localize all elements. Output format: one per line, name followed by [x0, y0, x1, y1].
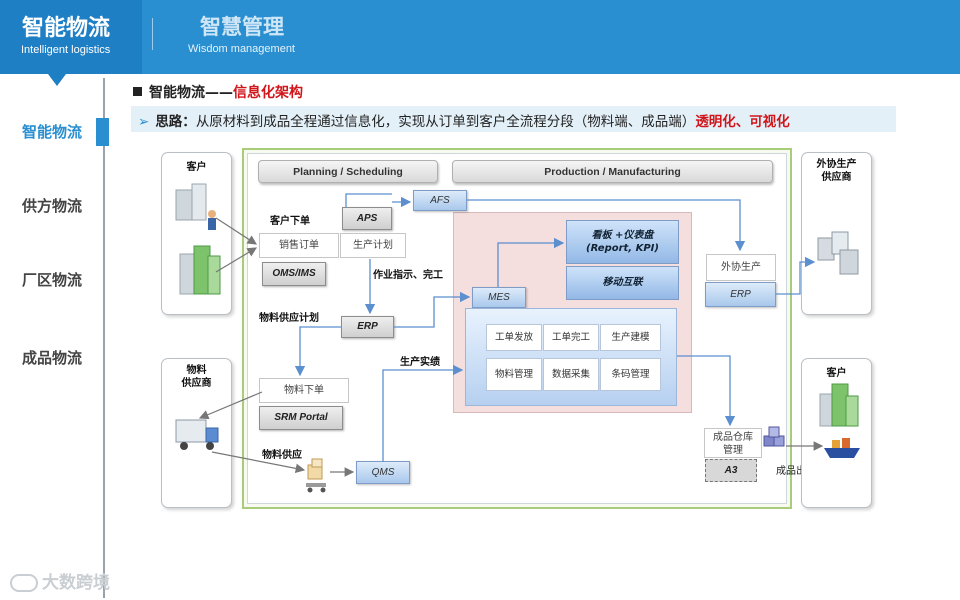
- module-work-order-complete[interactable]: 工单完工: [543, 324, 599, 351]
- outsource-production-box[interactable]: 外协生产: [706, 254, 776, 281]
- arrow-afs-to-outsource: [467, 199, 746, 252]
- srm-portal-button[interactable]: SRM Portal: [259, 406, 343, 430]
- shipment-label: 成品出货: [776, 466, 816, 477]
- outsourcing-supplier-card-title: 外协生产 供应商: [816, 159, 857, 183]
- module-data-collection[interactable]: 数据采集: [543, 358, 599, 391]
- watermark-logo-icon: [10, 574, 38, 592]
- customer-buildings-icon: [175, 183, 221, 295]
- arrow-mes-to-warehouse: [677, 355, 736, 427]
- nav-item-supplier-logistics[interactable]: 供方物流: [22, 197, 83, 215]
- thinking-statement: ➢ 思路：从原材料到成品全程通过信息化，实现从订单到客户全流程分段（物料端、成品端…: [138, 110, 790, 130]
- nav-item-product-logistics[interactable]: 成品物流: [22, 349, 83, 367]
- page-title-prefix: 智能物流——: [149, 85, 233, 101]
- kanban-subtitle: (Report, KPI): [586, 243, 659, 254]
- shipping-boat-icon: [824, 438, 860, 458]
- kanban-dashboard-box[interactable]: 看板 +仪表盘 (Report, KPI): [566, 220, 679, 264]
- brand-pointer-icon: [48, 74, 66, 86]
- arrow-mes-to-kanban: [497, 237, 565, 287]
- thinking-highlight: 透明化、可视化: [695, 114, 790, 130]
- kanban-title: 看板 +仪表盘: [591, 230, 654, 241]
- arrow-erp-to-outsourcing-supplier: [776, 256, 816, 295]
- nav-item-intelligent-logistics[interactable]: 智能物流: [22, 123, 83, 141]
- arrow-aps-up: [345, 193, 392, 207]
- mobile-internet-box[interactable]: 移动互联: [566, 266, 679, 300]
- module-production-modeling[interactable]: 生产建模: [600, 324, 661, 351]
- square-bullet-icon: [133, 87, 142, 96]
- watermark-text: 大数跨境: [42, 573, 110, 593]
- warehouse-boxes-icon: [763, 426, 785, 447]
- production-plan-box[interactable]: 生产计划: [340, 233, 406, 258]
- material-plan-label: 物料供应计划: [259, 313, 319, 324]
- section-subtitle: Wisdom management: [188, 43, 295, 55]
- arrow-customer-to-sales-order: [215, 217, 258, 273]
- arrow-order-to-supplier: [198, 391, 263, 420]
- brand-subtitle: Intelligent logistics: [21, 44, 111, 56]
- page-title-highlight: 信息化架构: [233, 85, 303, 101]
- module-work-order-issue[interactable]: 工单发放: [486, 324, 542, 351]
- module-barcode-management[interactable]: 条码管理: [600, 358, 661, 391]
- nav-item-plant-logistics[interactable]: 厂区物流: [22, 271, 83, 289]
- thinking-body: 从原材料到成品全程通过信息化，实现从订单到客户全流程分段（物料端、成品端）: [195, 114, 696, 130]
- customer-right-card: [801, 358, 872, 508]
- sales-order-box[interactable]: 销售订单: [259, 233, 339, 258]
- warehouse-box[interactable]: 成品仓库 管理: [704, 428, 762, 458]
- oms-ims-button[interactable]: OMS/IMS: [262, 262, 326, 286]
- mes-button[interactable]: MES: [472, 287, 526, 308]
- customer-order-label: 客户下单: [270, 216, 310, 227]
- watermark: 大数跨境: [10, 568, 110, 593]
- header-bar: [0, 0, 960, 74]
- server-stack-icon: [817, 231, 859, 275]
- customer-building-icon: [819, 383, 859, 427]
- page-title: 智能物流——信息化架构: [133, 82, 303, 102]
- material-supply-label: 物料供应: [262, 450, 302, 461]
- arrow-qms-to-mes: [382, 364, 464, 462]
- header-brand-block: [0, 0, 142, 74]
- material-order-box[interactable]: 物料下单: [259, 378, 349, 403]
- arrow-supplier-to-pallet: [211, 451, 306, 474]
- material-supplier-card-title: 物料 供应商: [181, 365, 212, 389]
- production-result-label: 生产实绩: [400, 357, 440, 368]
- work-instruction-label: 作业指示、完工: [373, 270, 443, 281]
- thinking-bar: [131, 106, 896, 132]
- nav-active-marker: [96, 118, 109, 146]
- production-header: Production / Manufacturing: [452, 160, 773, 183]
- delivery-truck-icon: [175, 419, 219, 450]
- erp-outsource-button[interactable]: ERP: [705, 282, 776, 307]
- pallet-cart-icon: [306, 458, 326, 493]
- arrow-erp-to-material-order: [294, 326, 341, 377]
- nav-timeline: [103, 78, 105, 598]
- arrow-erp-to-mes: [394, 291, 471, 328]
- section-title: 智慧管理: [200, 15, 284, 39]
- arrow-bullet-icon: ➢: [138, 114, 150, 130]
- customer-card-title: 客户: [186, 162, 207, 173]
- aps-button[interactable]: APS: [342, 207, 392, 230]
- erp-button[interactable]: ERP: [341, 316, 394, 338]
- brand-title: 智能物流: [22, 16, 111, 41]
- a3-button[interactable]: A3: [705, 459, 757, 482]
- module-material-management[interactable]: 物料管理: [486, 358, 542, 391]
- thinking-lead: 思路：: [155, 114, 196, 130]
- header-divider: [152, 18, 153, 50]
- planning-header: Planning / Scheduling: [258, 160, 438, 183]
- afs-button[interactable]: AFS: [413, 190, 467, 211]
- customer-right-card-title: 客户: [826, 368, 847, 379]
